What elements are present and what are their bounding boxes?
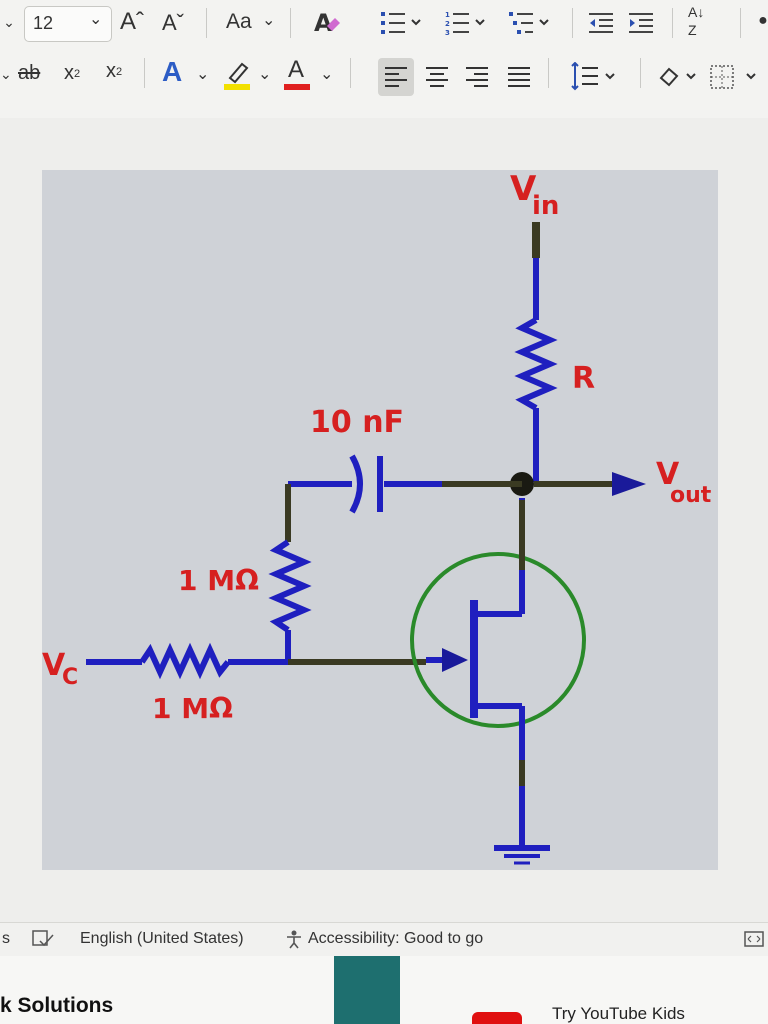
status-left-text: s — [2, 930, 10, 947]
accessibility-icon[interactable] — [284, 929, 304, 949]
divider — [144, 58, 145, 88]
proofing-icon[interactable] — [32, 929, 54, 949]
youtube-kids-logo — [472, 1012, 522, 1024]
chevron-down-icon[interactable]: ⌄ — [196, 66, 210, 83]
language-status[interactable]: English (United States) — [80, 930, 244, 947]
gate-arrow-icon — [442, 648, 468, 672]
vout-label-sub: out — [670, 483, 712, 508]
focus-mode-icon[interactable] — [744, 931, 764, 947]
subscript-mark: 2 — [74, 67, 81, 80]
vc-label-sub: C — [62, 665, 78, 690]
clear-formatting-icon[interactable]: A — [310, 4, 344, 40]
divider — [572, 8, 573, 38]
chevron-down-icon[interactable]: ⌄ — [320, 66, 334, 83]
shrink-font-button[interactable]: Aˇ — [162, 10, 184, 35]
font-color-letter: A — [288, 56, 305, 83]
divider — [350, 58, 351, 88]
transistor-circle — [410, 552, 586, 728]
svg-text:3: 3 — [445, 29, 450, 37]
change-case-button[interactable]: Aa — [226, 10, 252, 33]
status-bar: s English (United States) Accessibility:… — [0, 922, 768, 957]
divider — [640, 58, 641, 88]
divider — [672, 8, 673, 38]
sort-top-letter: A↓ — [688, 4, 705, 20]
resistor-r — [514, 317, 558, 411]
capacitor-label: 10 nF — [310, 405, 404, 440]
align-right-button[interactable] — [462, 60, 492, 94]
grow-font-button[interactable]: Aˆ — [120, 8, 144, 35]
superscript-x: x — [106, 60, 116, 82]
justify-button[interactable] — [504, 60, 534, 94]
divider — [290, 8, 291, 38]
subscript-x: x — [64, 62, 74, 84]
chevron-down-icon[interactable]: ⌄ — [0, 66, 12, 82]
line-spacing-icon[interactable] — [566, 60, 622, 94]
svg-text:2: 2 — [445, 20, 450, 28]
vout-label-v: V — [656, 457, 680, 492]
increase-indent-icon[interactable] — [626, 10, 656, 36]
font-size-value: 12 — [33, 13, 54, 33]
accessibility-status[interactable]: Accessibility: Good to go — [308, 930, 484, 947]
chevron-down-icon[interactable]: ⌄ — [258, 66, 272, 83]
bullets-icon[interactable] — [378, 8, 434, 38]
sort-button[interactable]: A↓ Z — [686, 4, 722, 42]
vin-label-v: V — [510, 170, 537, 209]
app-thumbnail[interactable] — [334, 956, 400, 1024]
chevron-down-icon[interactable]: ⌄ — [262, 12, 276, 29]
align-center-button[interactable] — [422, 60, 452, 94]
try-youtube-kids-link[interactable]: Try YouTube Kids — [552, 1004, 685, 1023]
more-icon[interactable]: ● — [758, 12, 768, 29]
svg-text:1: 1 — [445, 11, 450, 19]
align-left-button[interactable] — [378, 58, 414, 96]
shading-icon[interactable] — [656, 60, 704, 94]
svg-text:A: A — [314, 9, 333, 37]
resistor-r-label: R — [572, 361, 595, 396]
divider — [206, 8, 207, 38]
bottom-left-title: k Solutions — [0, 994, 114, 1017]
vin-label-sub: in — [532, 191, 559, 221]
font-size-select[interactable]: 12 ⌄ — [24, 6, 112, 42]
capacitor-curved-plate — [349, 454, 363, 514]
bottom-app-area: k Solutions Try YouTube Kids — [0, 956, 768, 1024]
text-effects-button[interactable]: A — [162, 56, 183, 87]
highlight-icon[interactable] — [222, 58, 252, 92]
multilevel-list-icon[interactable] — [506, 8, 562, 38]
sort-bottom-letter: Z — [688, 22, 697, 38]
decrease-indent-icon[interactable] — [586, 10, 616, 36]
divider — [740, 8, 741, 38]
superscript-mark: 2 — [116, 65, 123, 78]
resistor-1m-vertical — [268, 539, 312, 633]
font-color-button[interactable]: A — [282, 56, 312, 92]
vc-label-v: V — [42, 648, 66, 683]
strikethrough-button[interactable]: ab — [18, 62, 41, 84]
resistor-1m-horizontal-label: 1 MΩ — [152, 692, 233, 725]
resistor-1m-horizontal — [139, 642, 231, 680]
circuit-diagram-image: V in R V out 10 nF 1 MΩ V C 1 MΩ — [42, 169, 718, 870]
divider — [548, 58, 549, 88]
font-color-bar — [284, 84, 310, 90]
borders-icon[interactable] — [708, 62, 762, 92]
vout-arrow-icon — [612, 472, 646, 496]
chevron-down-icon[interactable]: ⌄ — [3, 13, 15, 30]
chevron-down-icon: ⌄ — [89, 11, 103, 28]
resistor-1m-vertical-label: 1 MΩ — [178, 564, 259, 597]
